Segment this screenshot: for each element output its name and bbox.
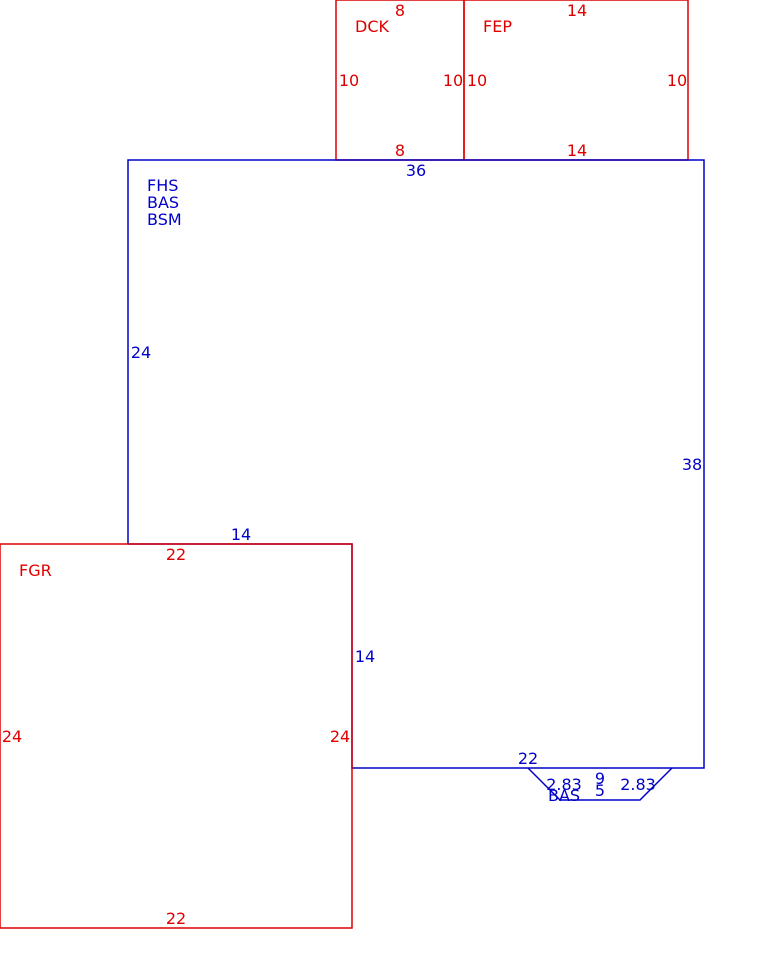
main-dim-notch-side: 14 <box>355 647 375 666</box>
main-dim-left: 24 <box>131 343 151 362</box>
dck-dim-bottom: 8 <box>395 141 405 160</box>
main-outline <box>127 159 705 769</box>
fgr-dim-top: 22 <box>166 545 186 564</box>
main-dim-right: 38 <box>682 455 702 474</box>
dck-dim-left: 10 <box>339 71 359 90</box>
fgr-outline <box>0 543 353 929</box>
main-dim-notch-top: 14 <box>231 525 251 544</box>
dck-dim-top: 8 <box>395 1 405 20</box>
bay-area: 2.83 9 5 2.83 BAS <box>527 767 673 805</box>
fgr-dim-bottom: 22 <box>166 909 186 928</box>
bay-dim-right: 2.83 <box>620 775 656 794</box>
fep-area: FEP 14 14 10 10 <box>463 0 689 161</box>
fgr-area: FGR 22 22 24 24 <box>0 543 353 929</box>
bay-dim-left: 2.83 <box>546 775 582 794</box>
dck-area: DCK 8 8 10 10 <box>335 0 465 161</box>
dck-label: DCK <box>355 17 389 36</box>
main-label-fhs: FHS <box>147 176 178 195</box>
dck-dim-right: 10 <box>443 71 463 90</box>
fep-dim-left: 10 <box>467 71 487 90</box>
fep-dim-right: 10 <box>667 71 687 90</box>
main-area: FHS BAS BSM 36 24 38 14 14 22 <box>127 159 705 769</box>
fep-dim-bottom: 14 <box>567 141 587 160</box>
bay-label: BAS <box>548 786 580 805</box>
main-label-bsm: BSM <box>147 210 182 229</box>
bay-outline <box>527 767 673 801</box>
bay-dim-bottom: 5 <box>595 781 605 800</box>
main-dim-bottom: 22 <box>518 749 538 768</box>
main-label-bas: BAS <box>147 193 179 212</box>
main-dim-top: 36 <box>406 161 426 180</box>
fep-label: FEP <box>483 17 512 36</box>
bay-dim-top: 9 <box>595 769 605 788</box>
fep-dim-top: 14 <box>567 1 587 20</box>
fgr-label: FGR <box>19 561 52 580</box>
fgr-dim-right: 24 <box>330 727 350 746</box>
fgr-dim-left: 24 <box>2 727 22 746</box>
